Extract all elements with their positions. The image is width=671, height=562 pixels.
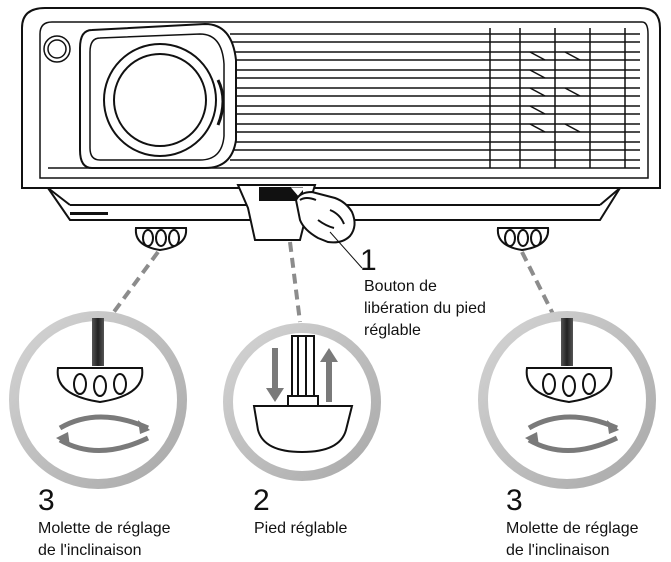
callout-number-adjustable-foot: 2 (253, 484, 270, 517)
callout-number-tilt-wheel-left: 3 (38, 484, 55, 517)
callout-text-release-button-line2: libération du pied (364, 300, 486, 317)
leader-right (520, 251, 557, 319)
adjuster-foot-left (134, 227, 188, 252)
leader-button (329, 231, 363, 269)
callout-number-release-button: 1 (360, 244, 377, 277)
vent-slot (70, 212, 108, 215)
leader-lines (106, 241, 557, 323)
callout-text-tilt-wheel-left-line1: Molette de réglage (38, 520, 171, 537)
callout-text-release-button-line3: réglable (364, 322, 421, 339)
callout-number-tilt-wheel-right: 3 (506, 484, 523, 517)
callout-text-release-button-line1: Bouton de (364, 278, 437, 295)
adjuster-foot-right (496, 227, 550, 252)
power-button-icon (43, 35, 71, 63)
callout-text-tilt-wheel-right-line1: Molette de réglage (506, 520, 639, 537)
detail-circle-right (478, 311, 656, 489)
callout-text-adjustable-foot: Pied réglable (254, 520, 348, 537)
finger-icon (294, 190, 356, 244)
callout-text-tilt-wheel-right-line2: de l'inclinaison (506, 542, 610, 559)
callout-text-tilt-wheel-left-line2: de l'inclinaison (38, 542, 142, 559)
detail-circle-middle (223, 323, 381, 481)
lens-assembly (79, 22, 237, 169)
leader-middle (288, 241, 302, 323)
detail-circle-left (9, 311, 187, 489)
leader-left (106, 250, 160, 322)
